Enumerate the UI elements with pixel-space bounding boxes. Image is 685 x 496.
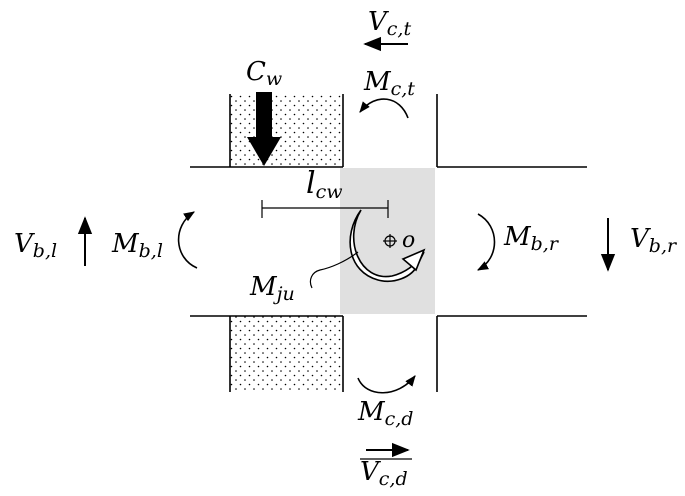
label-vbl: Vb,l <box>14 229 57 262</box>
label-vcd: Vc,d <box>360 457 408 490</box>
frame-outline <box>190 94 587 392</box>
origin-symbol-icon <box>383 234 397 248</box>
label-mcd: Mc,d <box>357 397 413 430</box>
label-mbl: Mb,l <box>111 229 163 262</box>
cw-force-arrow-icon <box>247 92 281 166</box>
label-mct: Mc,t <box>363 67 415 100</box>
infill-wall-upper <box>230 94 343 167</box>
mbr-moment-arrow-icon <box>477 213 496 271</box>
label-mbr: Mb,r <box>503 222 560 255</box>
infill-wall-lower <box>230 316 343 392</box>
mju-moment-arrow-icon <box>309 209 426 289</box>
label-o: o <box>402 228 415 253</box>
label-cw: Cw <box>246 57 282 90</box>
label-lcw: lcw <box>306 166 343 203</box>
lcw-dimension <box>261 200 389 218</box>
label-mju: Mju <box>249 272 295 305</box>
mct-moment-arrow-icon <box>359 98 409 119</box>
mcd-moment-arrow-icon <box>357 375 416 394</box>
label-vbr: Vb,r <box>630 224 678 257</box>
mbl-moment-arrow-icon <box>177 211 198 269</box>
label-vct: Vc,t <box>368 7 411 40</box>
